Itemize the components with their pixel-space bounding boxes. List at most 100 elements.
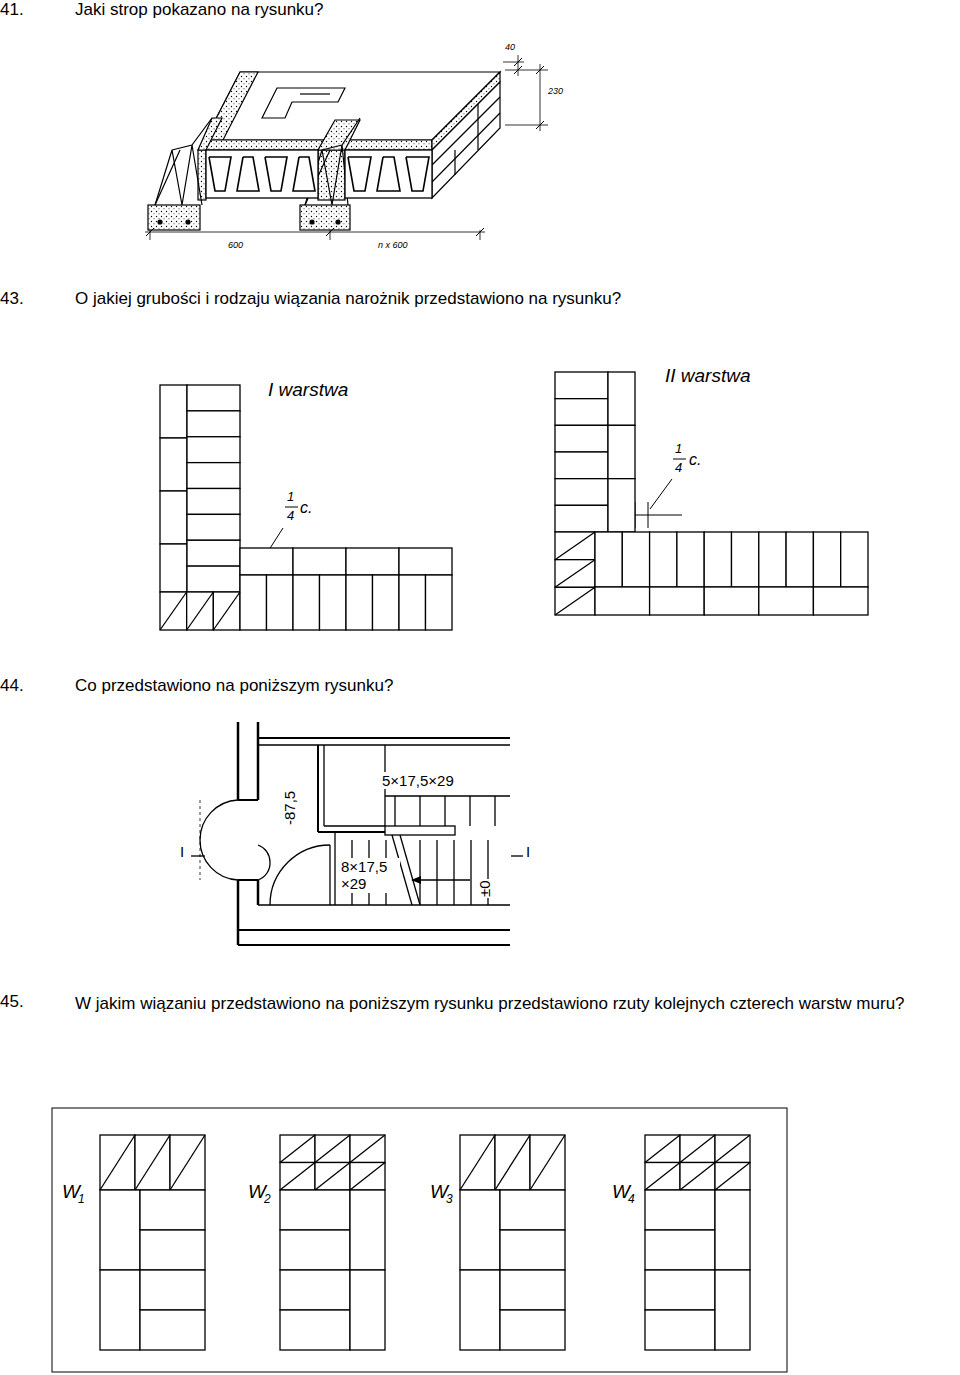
brick — [595, 587, 650, 615]
dimension-label: 600 — [228, 240, 243, 250]
brick — [187, 437, 240, 463]
brick — [759, 587, 814, 615]
brick — [555, 479, 608, 506]
brick — [500, 1270, 565, 1310]
brick — [280, 1135, 315, 1163]
dimension-label: 5×17,5×29 — [381, 772, 455, 789]
brick — [715, 1270, 750, 1350]
brick-hatch — [530, 1135, 565, 1190]
brick-hatch — [715, 1163, 750, 1191]
layer-mark: W — [248, 1181, 266, 1203]
block-cavity — [265, 157, 287, 191]
dimension-label: 8×17,5 ×29 — [340, 858, 400, 893]
brick — [160, 592, 187, 630]
brick — [500, 1190, 565, 1230]
brick-hatch — [350, 1163, 385, 1191]
fraction-denominator: 4 — [675, 461, 682, 476]
block-cavity — [406, 157, 429, 191]
brick — [555, 425, 608, 452]
dimension-label: ±0 — [476, 879, 493, 898]
brick — [346, 575, 373, 630]
brick — [350, 1135, 385, 1163]
brick — [460, 1270, 500, 1350]
layer-mark: W — [62, 1181, 80, 1203]
brick-hatch — [350, 1135, 385, 1163]
brick-hatch — [170, 1135, 205, 1190]
brick — [350, 1270, 385, 1350]
brick — [100, 1135, 135, 1190]
brick — [187, 489, 240, 515]
block-cavity — [237, 157, 259, 191]
brick — [187, 540, 240, 566]
brick — [622, 532, 649, 587]
dimension-label: 230 — [548, 86, 563, 96]
dimension-label: 40 — [505, 42, 515, 52]
brick — [140, 1230, 205, 1270]
brick — [267, 575, 294, 630]
section-mark: I — [526, 843, 530, 860]
brick-hatch — [160, 592, 187, 630]
brick — [555, 372, 608, 399]
brick — [240, 548, 293, 575]
hollow-blocks — [206, 150, 432, 198]
brick — [645, 1270, 715, 1310]
brick — [187, 514, 240, 540]
brick — [645, 1190, 715, 1230]
brick — [160, 491, 187, 544]
brick — [100, 1190, 140, 1270]
question-number: 45. — [0, 992, 24, 1012]
question-text: W jakim wiązaniu przedstawiono na poniżs… — [75, 992, 955, 1017]
layer-index: 4 — [628, 1193, 635, 1207]
section-mark: I — [180, 843, 184, 860]
brick — [426, 575, 453, 630]
fraction-numerator: 1 — [675, 442, 682, 457]
brick — [135, 1135, 170, 1190]
brick — [280, 1190, 350, 1230]
brick-hatch — [555, 587, 595, 615]
brick — [555, 399, 608, 426]
brick — [280, 1163, 315, 1191]
brick — [350, 1163, 385, 1191]
block-cavity — [377, 157, 400, 191]
layer-mark: W — [612, 1181, 630, 1203]
ceiling-illustration — [145, 55, 548, 240]
brick — [650, 587, 705, 615]
question-text: Co przedstawiono na poniższym rysunku? — [75, 676, 393, 696]
brick-hatch — [645, 1135, 680, 1163]
brick — [213, 592, 240, 630]
brick — [350, 1190, 385, 1270]
unit-label: c. — [689, 451, 701, 469]
brick — [293, 575, 320, 630]
brick — [680, 1163, 715, 1191]
brick-hatch — [135, 1135, 170, 1190]
block-cavity — [209, 157, 231, 191]
brick — [645, 1310, 715, 1350]
layer-index: 1 — [78, 1193, 85, 1207]
fraction-numerator: 1 — [287, 490, 294, 505]
brick — [677, 532, 704, 587]
figure-frame — [52, 1108, 787, 1372]
question-text: Jaki strop pokazano na rysunku? — [75, 0, 324, 20]
brick — [555, 560, 595, 588]
brick — [187, 463, 240, 489]
brick-hatch — [280, 1135, 315, 1163]
brick-hatch — [315, 1135, 350, 1163]
brick — [240, 575, 267, 630]
brick — [645, 1230, 715, 1270]
question-number: 41. — [0, 0, 24, 20]
brick — [715, 1135, 750, 1163]
brick — [399, 575, 426, 630]
brick-hatch — [555, 532, 595, 560]
brick — [280, 1310, 350, 1350]
brick — [555, 587, 595, 615]
brick — [187, 385, 240, 411]
brick — [732, 532, 759, 587]
brick — [140, 1270, 205, 1310]
question-number: 43. — [0, 289, 24, 309]
question-text: O jakiej grubości i rodzaju wiązania nar… — [75, 289, 621, 309]
brick-hatch — [213, 592, 240, 630]
brick — [320, 575, 347, 630]
brick-layouts — [100, 372, 868, 1350]
brick — [160, 544, 187, 592]
brick — [460, 1190, 500, 1270]
